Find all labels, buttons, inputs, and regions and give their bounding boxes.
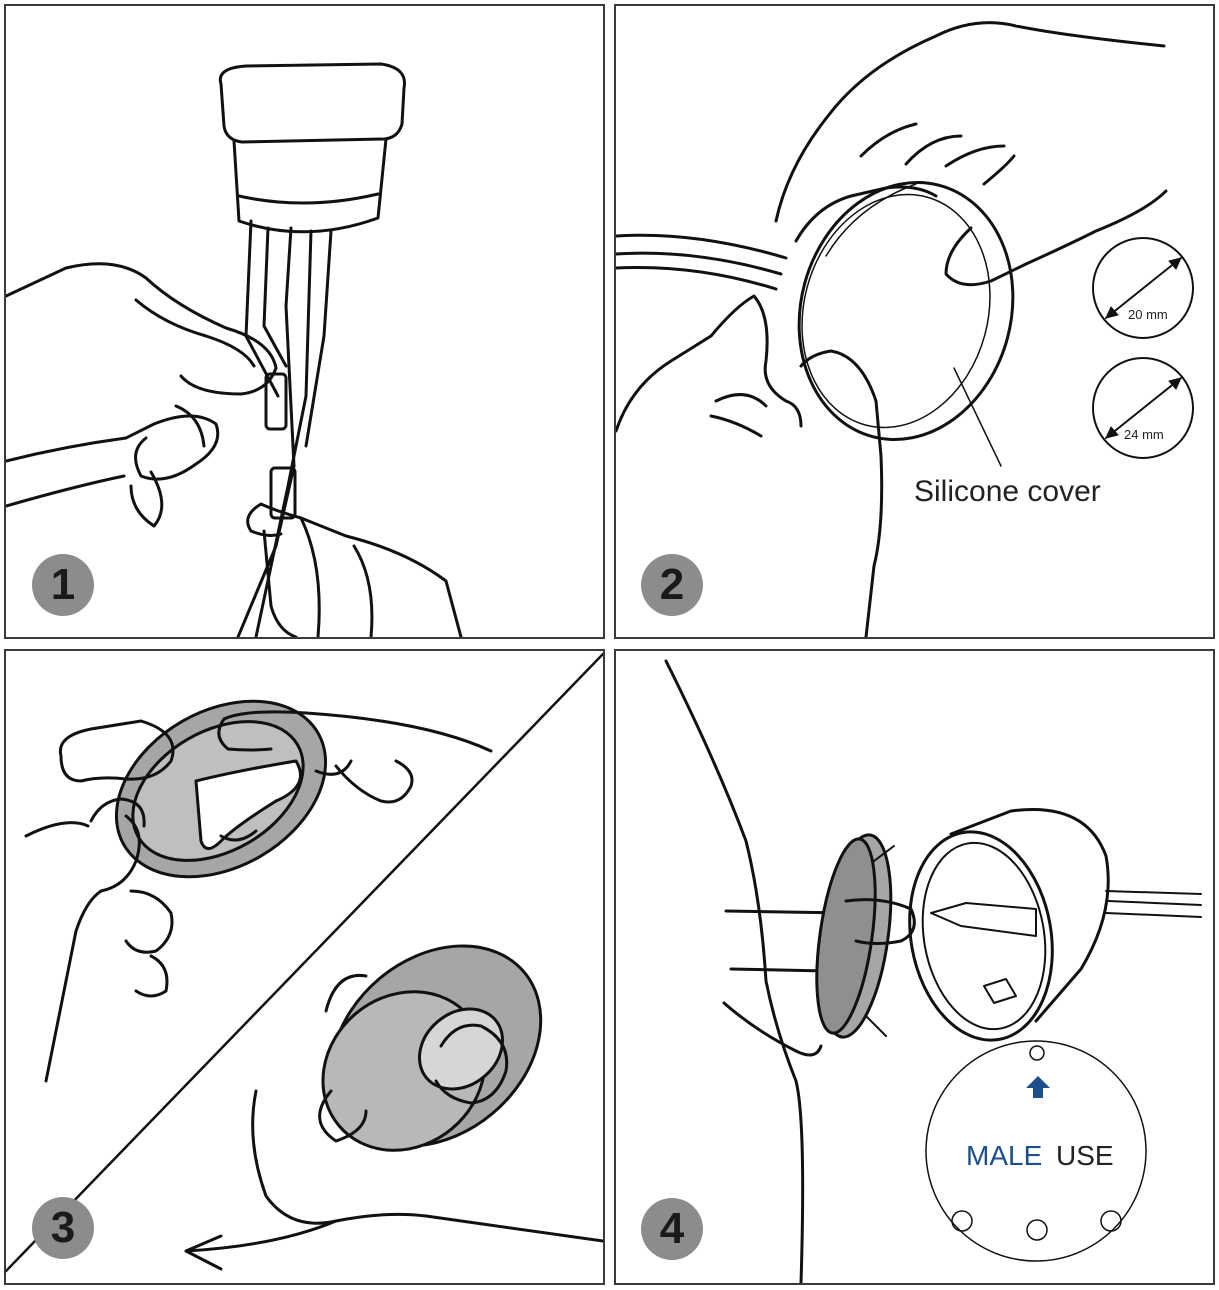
cup-wires [1105, 890, 1202, 918]
pin-connector-top [264, 372, 288, 431]
step-number-badge: 2 [641, 554, 703, 616]
size-circle-20mm [1092, 237, 1194, 339]
silicone-cover-inner [801, 193, 991, 429]
cup-opening [908, 830, 1054, 1042]
silicone-cover-outer [797, 181, 1015, 441]
step-2-illustration: Silicone cover 20 mm 24 mm [616, 21, 1194, 637]
size-circle-24mm [1092, 357, 1194, 459]
size-label-24mm: 24 mm [1124, 427, 1164, 442]
label-use: USE [1056, 1140, 1114, 1171]
step-number-badge: 3 [32, 1197, 94, 1259]
cup-body [949, 807, 1110, 1023]
cup-rim [218, 62, 407, 144]
upper-hand [774, 21, 1168, 287]
pin-connector-bottom [269, 466, 297, 520]
wire-2 [236, 226, 296, 637]
step-3-illustration [6, 652, 603, 1273]
upper-hand-top [217, 710, 493, 804]
panel-divider [6, 652, 603, 1273]
label-disc [925, 1040, 1147, 1262]
label-brand: MALE [966, 1140, 1042, 1171]
direction-arrow [184, 1219, 338, 1271]
step-1-illustration [6, 62, 463, 637]
step-2-panel: Silicone cover 20 mm 24 mm 2 [614, 4, 1215, 639]
cable-bundle [616, 233, 788, 291]
cup-body [232, 137, 388, 234]
step-number-badge: 4 [641, 1198, 703, 1260]
body-outline [251, 1089, 603, 1243]
step-number-badge: 1 [32, 554, 94, 616]
body-outline [664, 659, 805, 1283]
step-3-panel: 3 [4, 649, 605, 1285]
lower-hand-left [24, 814, 174, 1083]
left-hand [6, 262, 278, 481]
size-label-20mm: 20 mm [1128, 307, 1168, 322]
wire-1 [244, 219, 280, 398]
lower-hand [616, 294, 884, 637]
step-1-panel: 1 [4, 4, 605, 639]
callout-line [953, 367, 1002, 467]
step-4-illustration: MALE USE [664, 659, 1202, 1283]
arrow-up-icon [1026, 1076, 1050, 1098]
right-hand [246, 502, 463, 637]
step-4-panel: MALE USE 4 [614, 649, 1215, 1285]
callout-silicone-cover: Silicone cover [914, 475, 1101, 508]
